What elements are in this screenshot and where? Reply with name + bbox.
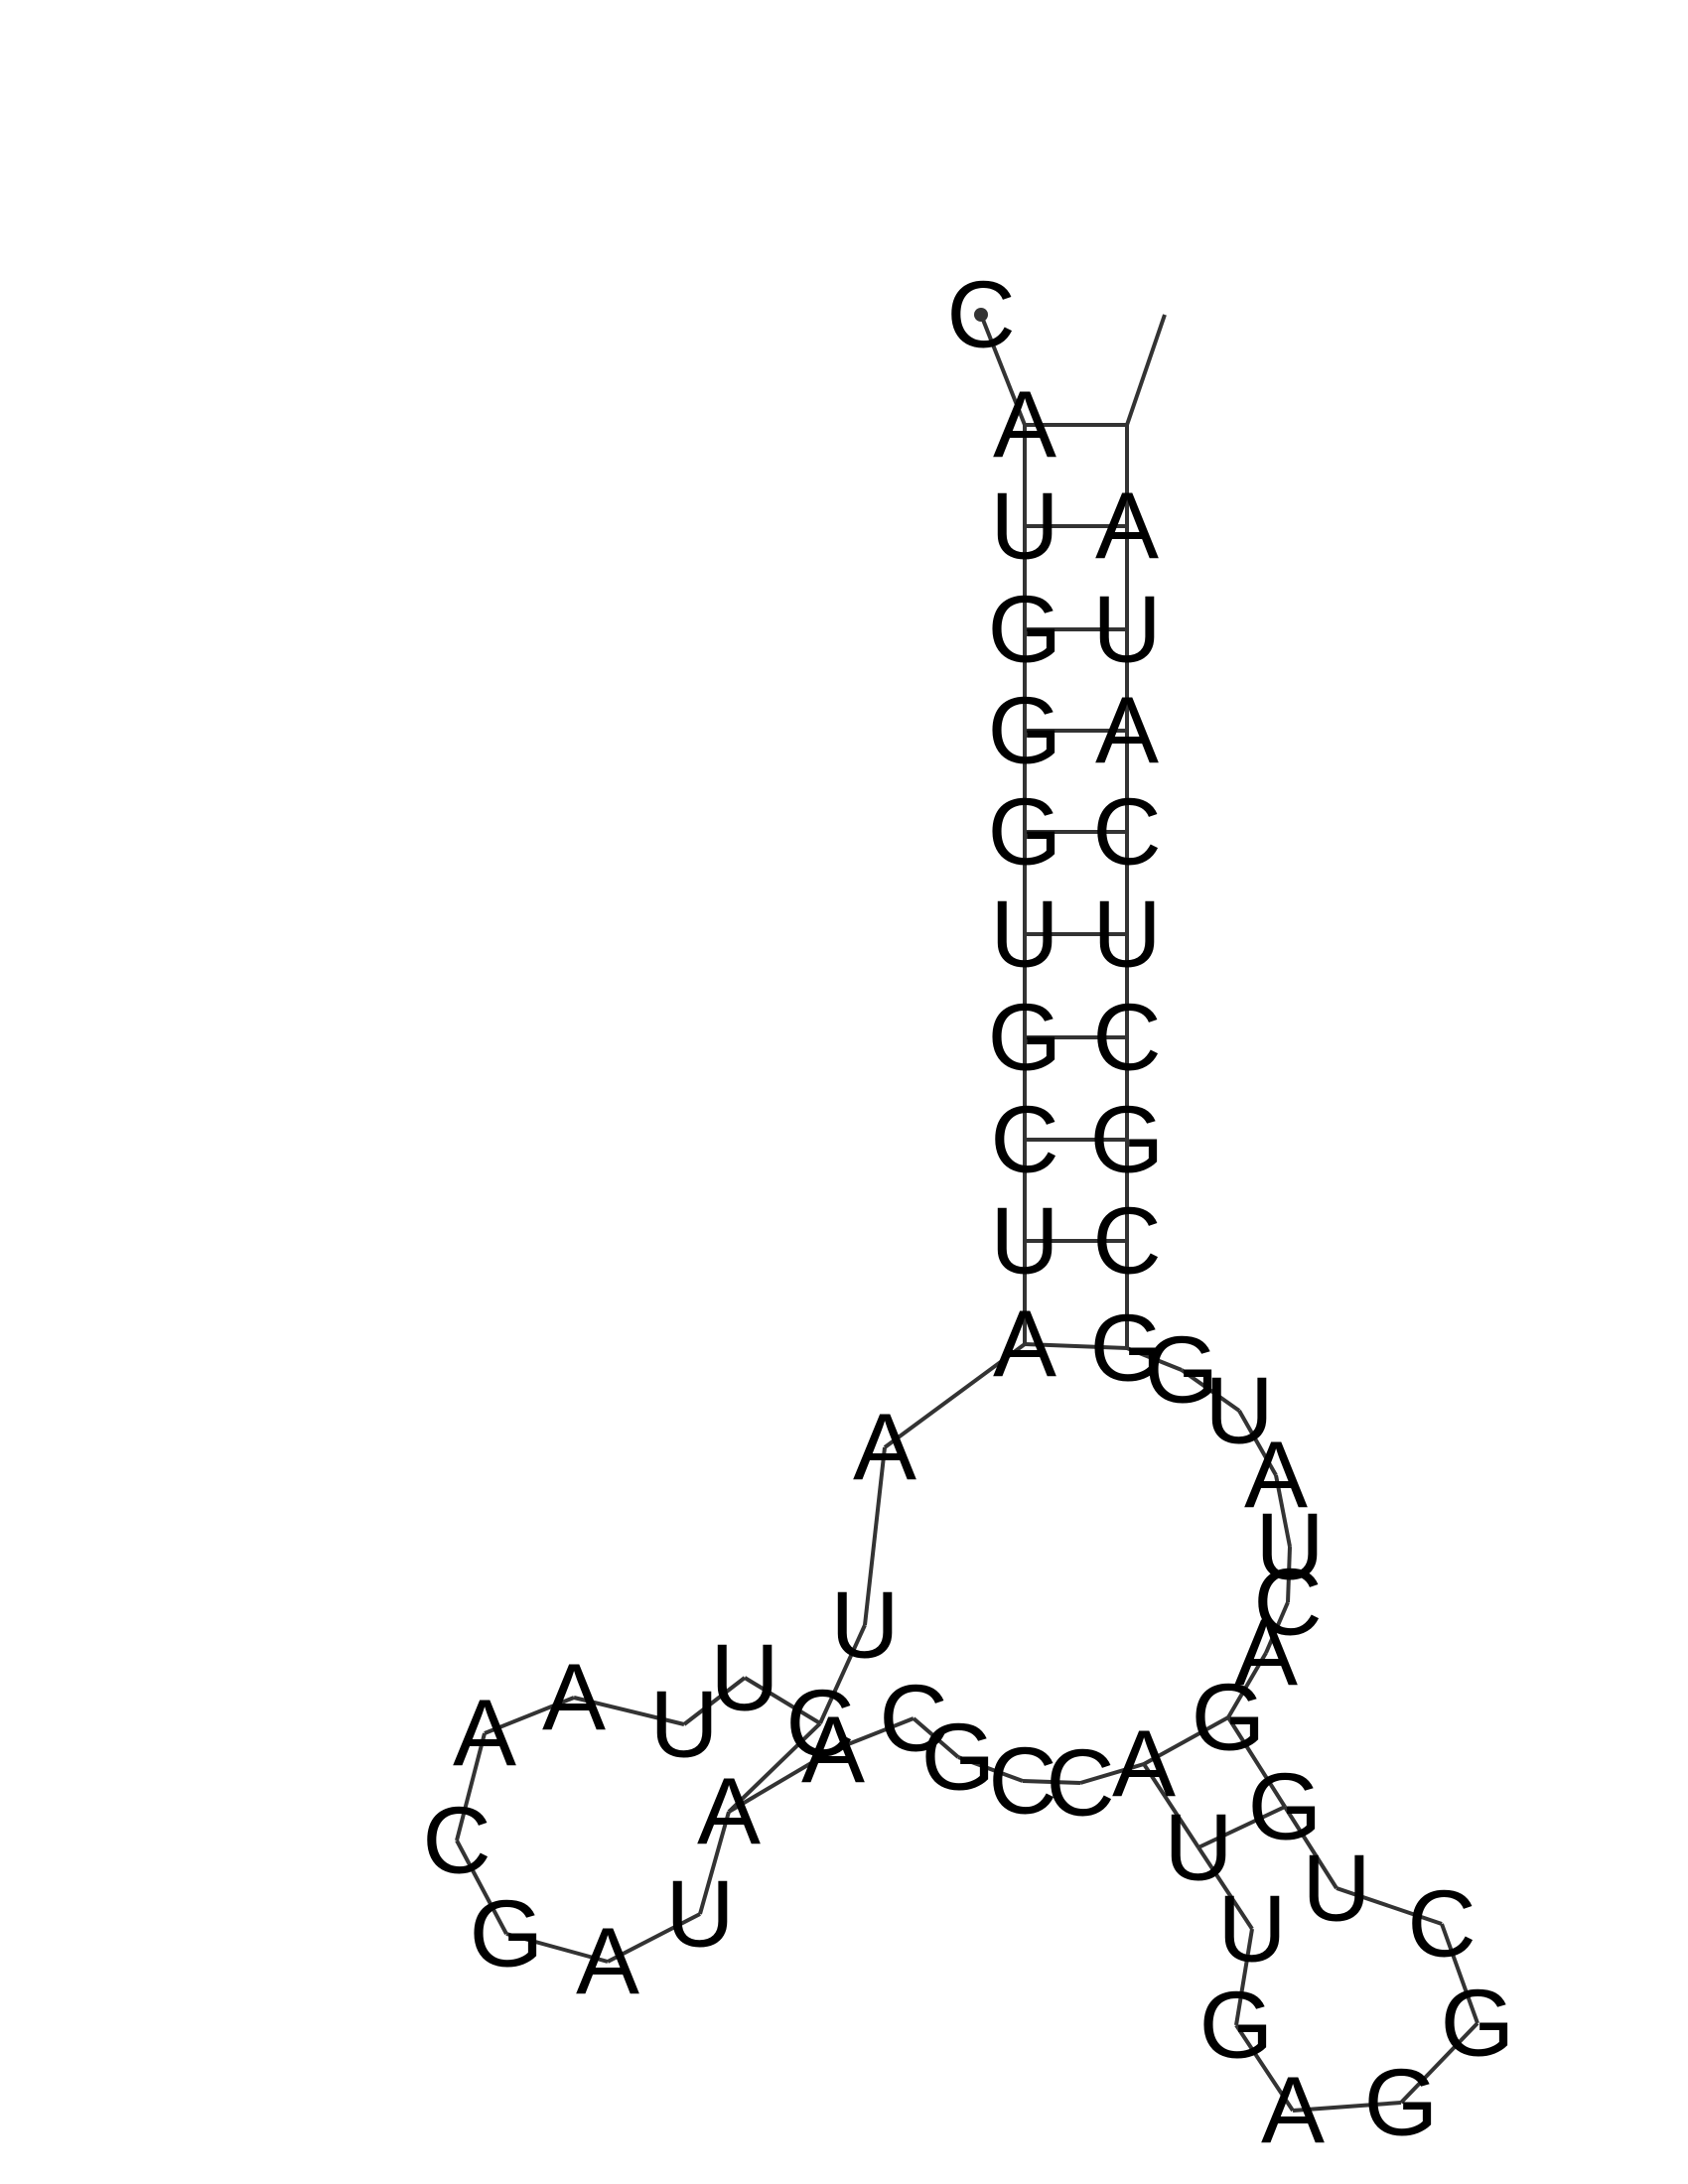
- backbone-segment: [832, 1716, 914, 1752]
- five-prime-marker: [974, 308, 988, 322]
- backbone-segment: [682, 1676, 747, 1726]
- backbone-segment: [1196, 1845, 1254, 1931]
- nucleotide-46: G: [1090, 1296, 1165, 1402]
- backbone-segment: [1286, 1546, 1292, 1603]
- backbone-layer: [455, 314, 1479, 2113]
- nucleotide-35: G: [1441, 1971, 1515, 2077]
- nucleotide-34: G: [1364, 2050, 1439, 2156]
- nucleotide-6: G: [988, 779, 1062, 886]
- backbone-segment: [1274, 1474, 1292, 1548]
- backbone-segment: [1126, 1346, 1183, 1372]
- base-pair-bond: [1197, 1805, 1286, 1849]
- nucleotide-49: C: [1092, 985, 1161, 1091]
- nucleotide-44: U: [1204, 1358, 1273, 1464]
- nucleotide-40: A: [1234, 1600, 1298, 1706]
- backbone-segment: [1399, 2021, 1479, 2105]
- nucleotide-20: G: [470, 1881, 544, 1987]
- nucleotide-54: A: [1095, 474, 1159, 580]
- backbone-segment: [883, 1342, 1027, 1449]
- nucleotide-8: G: [988, 985, 1062, 1091]
- nucleotide-7: U: [990, 882, 1058, 988]
- backbone-segment: [1292, 2101, 1402, 2113]
- backbone-segment: [912, 1716, 960, 1759]
- backbone-segment: [1125, 314, 1167, 426]
- backbone-segment: [1234, 1928, 1254, 2026]
- backbone-segment: [698, 1811, 731, 1915]
- nucleotide-3: U: [990, 474, 1058, 580]
- nucleotide-11: A: [993, 1292, 1056, 1398]
- backbone-segment: [607, 1912, 701, 1964]
- nucleotide-33: A: [1261, 2058, 1325, 2164]
- nucleotide-30: U: [1164, 1795, 1232, 1901]
- backbone-segment: [1237, 1410, 1278, 1476]
- backbone-segment: [863, 1446, 887, 1626]
- backbone-segment: [1226, 1651, 1268, 1719]
- base-pair-bond: [1143, 1715, 1229, 1766]
- backbone-segment: [455, 1732, 487, 1842]
- backbone-segment: [818, 1624, 867, 1724]
- nucleotide-14: C: [785, 1671, 854, 1777]
- nucleotide-18: A: [453, 1681, 516, 1787]
- nucleotide-31: U: [1217, 1876, 1286, 1982]
- backbone-segment: [573, 1696, 685, 1726]
- nucleotide-24: A: [801, 1698, 865, 1804]
- nucleotide-2: A: [993, 372, 1056, 478]
- backbone-segment: [957, 1755, 1024, 1783]
- backbone-segment: [1336, 1886, 1443, 1926]
- backbone-segment: [1180, 1368, 1241, 1413]
- nucleotide-12: A: [853, 1395, 916, 1501]
- nucleotide-16: U: [649, 1672, 718, 1778]
- nucleotide-36: C: [1407, 1871, 1476, 1978]
- backbone-segment: [1226, 1715, 1287, 1809]
- nucleotide-42: U: [1255, 1494, 1324, 1600]
- nucleotide-50: U: [1092, 882, 1161, 988]
- nucleotide-51: C: [1092, 779, 1161, 886]
- base-pair-bond: [727, 1721, 822, 1814]
- backbone-segment: [1440, 1923, 1479, 2024]
- backbone-segment: [1079, 1762, 1145, 1785]
- nucleotide-41: C: [1253, 1550, 1322, 1656]
- nucleotide-27: C: [988, 1728, 1056, 1835]
- backbone-segment: [484, 1696, 575, 1735]
- backbone-segment: [743, 1676, 822, 1725]
- nucleotide-10: U: [990, 1188, 1058, 1295]
- backbone-segment: [1264, 1601, 1290, 1654]
- backbone-segment: [727, 1748, 835, 1814]
- nucleotide-52: A: [1095, 678, 1159, 784]
- nucleotide-25: C: [879, 1666, 947, 1772]
- backbone-segment: [979, 314, 1027, 426]
- backbone-segment: [1234, 2023, 1295, 2113]
- nucleotide-39: G: [1192, 1665, 1266, 1771]
- backbone-segment: [455, 1840, 508, 1935]
- base-pair-bond: [1024, 1342, 1128, 1350]
- nucleotide-29: A: [1112, 1711, 1176, 1818]
- nucleotide-28: C: [1046, 1730, 1114, 1837]
- nucleotide-5: G: [988, 678, 1062, 784]
- base-pair-layer: [727, 423, 1286, 1849]
- nucleotide-15: U: [710, 1625, 778, 1731]
- nucleotide-13: U: [830, 1572, 899, 1679]
- nucleotide-48: G: [1090, 1087, 1165, 1193]
- nucleotide-32: G: [1199, 1973, 1274, 2079]
- nucleotide-47: C: [1092, 1188, 1161, 1295]
- nucleotide-4: G: [988, 577, 1062, 683]
- backbone-segment: [505, 1932, 609, 1964]
- nucleotide-53: U: [1092, 577, 1161, 683]
- nucleotide-19: C: [422, 1788, 491, 1894]
- nucleotide-43: A: [1244, 1423, 1308, 1529]
- nucleotide-9: C: [990, 1087, 1058, 1193]
- nucleotide-38: G: [1248, 1754, 1323, 1860]
- nucleotide-23: A: [697, 1759, 761, 1865]
- backbone-segment: [1142, 1762, 1200, 1849]
- nucleotide-22: U: [665, 1861, 734, 1968]
- nucleotide-26: G: [921, 1705, 996, 1811]
- nucleotide-17: A: [542, 1645, 606, 1751]
- backbone-segment: [1022, 1779, 1081, 1785]
- nucleotide-45: G: [1145, 1317, 1219, 1424]
- backbone-segment: [1283, 1805, 1338, 1890]
- nucleotide-21: A: [576, 1909, 639, 2015]
- nucleotide-37: U: [1302, 1836, 1370, 1942]
